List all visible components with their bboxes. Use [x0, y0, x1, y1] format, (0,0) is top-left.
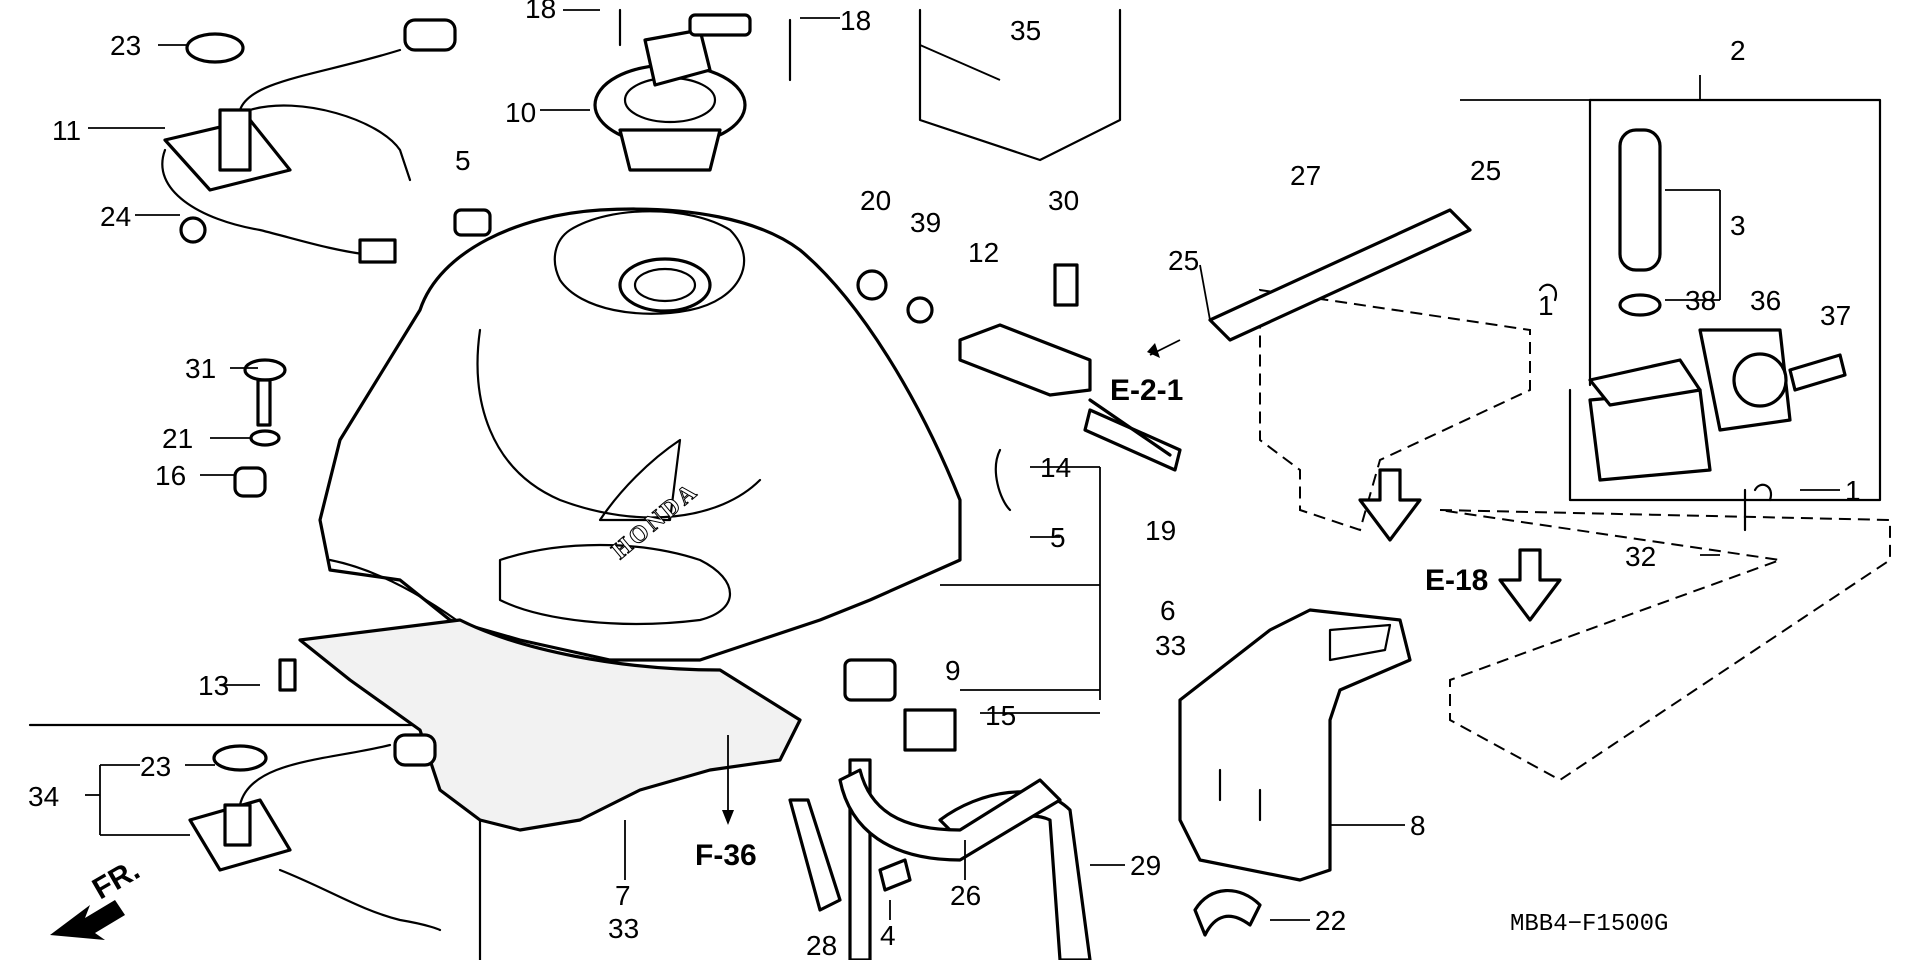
tank-pad: [298, 618, 802, 832]
callout-24: 24: [100, 201, 131, 232]
bracket-12: [958, 323, 1182, 472]
callout-30: 30: [1048, 185, 1079, 216]
ref-f36: F-36: [695, 839, 757, 872]
inset-frame-lines: [28, 8, 1882, 960]
callout-29: 29: [1130, 850, 1161, 881]
callout-19: 19: [1145, 515, 1176, 546]
callout-7: 7: [615, 880, 631, 911]
dashed-hose-routes: [1259, 288, 1891, 782]
callout-33a: 33: [1155, 630, 1186, 661]
callout-1b: 1: [1845, 475, 1861, 506]
callout-28: 28: [806, 930, 837, 960]
callout-13: 13: [198, 670, 229, 701]
callout-5a: 5: [455, 145, 471, 176]
callout-35: 35: [1010, 15, 1041, 46]
callout-1a: 1: [1538, 290, 1554, 321]
diagram-code: MBB4−F1500G: [1510, 911, 1668, 938]
callout-26: 26: [950, 880, 981, 911]
callout-4: 4: [880, 920, 896, 951]
direction-arrows: [50, 339, 1562, 940]
callout-23b: 23: [140, 751, 171, 782]
callout-25a: 25: [1470, 155, 1501, 186]
callout-38: 38: [1685, 285, 1716, 316]
callout-14: 14: [1040, 452, 1071, 483]
callout-23a: 23: [110, 30, 141, 61]
callout-32: 32: [1625, 541, 1656, 572]
fuel-valve: [1588, 128, 1847, 482]
callout-11: 11: [52, 115, 81, 146]
callout-27: 27: [1290, 160, 1321, 191]
callout-39: 39: [910, 207, 941, 238]
callout-2: 2: [1730, 35, 1746, 66]
callout-22: 22: [1315, 905, 1346, 936]
callout-33b: 33: [608, 913, 639, 944]
fuel-pump-11: [161, 18, 457, 264]
callout-15: 15: [985, 700, 1016, 731]
callout-12: 12: [968, 237, 999, 268]
callout-5b: 5: [1050, 522, 1066, 553]
callouts: 23 18 18 35 2 11 10 5 24 20 39 30 27 25 …: [28, 0, 1861, 960]
callout-34: 34: [28, 781, 59, 812]
fuel-cap: [593, 8, 792, 172]
front-label: FR.: [87, 853, 145, 906]
hoses: [788, 208, 1472, 960]
callout-36: 36: [1750, 285, 1781, 316]
callout-3: 3: [1730, 210, 1746, 241]
callout-37: 37: [1820, 300, 1851, 331]
callout-8: 8: [1410, 810, 1426, 841]
callout-6: 6: [1160, 595, 1176, 626]
fuel-tank: HONDA: [318, 207, 962, 662]
callout-31: 31: [185, 353, 216, 384]
callout-9: 9: [945, 655, 961, 686]
callout-21: 21: [162, 423, 193, 454]
callout-20: 20: [860, 185, 891, 216]
callout-18a: 18: [525, 0, 556, 24]
heat-shield-8: [1178, 608, 1412, 882]
ref-e18: E-18: [1425, 564, 1488, 597]
small-parts: [179, 208, 1773, 937]
callout-18b: 18: [840, 5, 871, 36]
callout-10: 10: [505, 97, 536, 128]
leader-lines: [85, 9, 1840, 921]
callout-25b: 25: [1168, 245, 1199, 276]
callout-16: 16: [155, 460, 186, 491]
ref-e21: E-2-1: [1110, 374, 1183, 407]
fuel-pump-34: [188, 733, 442, 932]
